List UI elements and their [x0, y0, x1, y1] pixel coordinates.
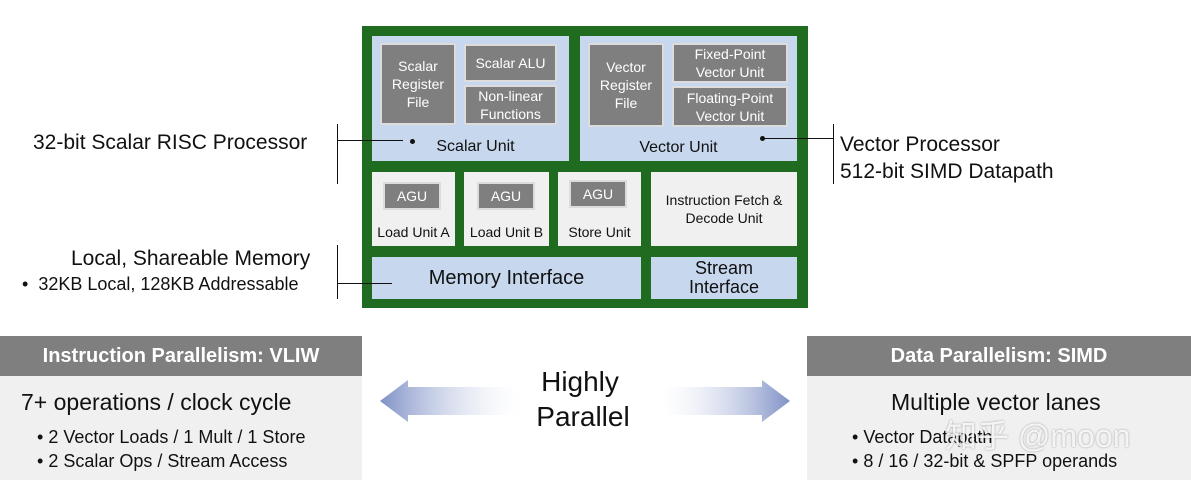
vector-processor-callout-line2: 512-bit SIMD Datapath [840, 160, 1054, 183]
vliw-header-label: Instruction Parallelism: VLIW [42, 344, 320, 367]
memory-callout-detail: • 32KB Local, 128KB Addressable [22, 274, 299, 295]
bullet: • [852, 427, 864, 447]
agu-a: AGU [383, 182, 441, 210]
load-unit-a-label: Load Unit A [377, 224, 450, 240]
memory-leader [337, 283, 392, 284]
simd-bullet-1-text: Vector Datapath [863, 427, 993, 447]
vliw-bullet-2: • 2 Scalar Ops / Stream Access [37, 451, 287, 472]
simd-bullet-2: • 8 / 16 / 32-bit & SPFP operands [852, 451, 1117, 472]
memory-bracket [337, 245, 338, 299]
chip-diagram: Scalar Register File Scalar ALU Non-line… [362, 26, 808, 308]
scalar-leader [337, 140, 403, 141]
vector-register-file: Vector Register File [588, 43, 664, 127]
instruction-fetch-decode-unit: Instruction Fetch & Decode Unit [651, 172, 797, 246]
scalar-alu: Scalar ALU [464, 44, 557, 82]
bullet: • [22, 274, 39, 294]
parallel-label: Parallel [536, 401, 630, 432]
vliw-bullet-2-text: 2 Scalar Ops / Stream Access [48, 451, 288, 471]
simd-bullet-2-text: 8 / 16 / 32-bit & SPFP operands [863, 451, 1118, 471]
scalar-register-file: Scalar Register File [380, 43, 456, 125]
arrow-left-head [380, 380, 520, 422]
arrow-right-head [660, 380, 790, 422]
memory-interface: Memory Interface [372, 257, 641, 299]
vector-unit-label: Vector Unit [639, 139, 718, 156]
highly-label: Highly [541, 366, 619, 397]
scalar-processor-callout: 32-bit Scalar RISC Processor [33, 131, 308, 154]
vector-leader [762, 138, 834, 139]
scalar-bracket [337, 124, 338, 184]
vliw-headline: 7+ operations / clock cycle [21, 389, 292, 415]
vector-processor-callout-line1: Vector Processor [840, 133, 1000, 156]
memory-callout-title: Local, Shareable Memory [71, 247, 311, 270]
vector-unit: Vector Register File Fixed-Point Vector … [580, 36, 797, 161]
simd-headline: Multiple vector lanes [891, 389, 1101, 415]
scalar-callout-dot [410, 139, 415, 144]
load-unit-b-label: Load Unit B [469, 224, 544, 240]
fixed-point-vector-unit: Fixed-Point Vector Unit [672, 43, 788, 83]
agu-b: AGU [477, 182, 535, 210]
simd-header: Data Parallelism: SIMD [807, 336, 1191, 376]
bullet: • [37, 451, 49, 471]
vliw-bullet-1: • 2 Vector Loads / 1 Mult / 1 Store [37, 427, 305, 448]
vliw-bullet-1-text: 2 Vector Loads / 1 Mult / 1 Store [48, 427, 306, 447]
nonlinear-functions: Non-linear Functions [464, 85, 557, 125]
scalar-unit-label: Scalar Unit [436, 138, 515, 155]
bullet: • [37, 427, 49, 447]
vliw-header: Instruction Parallelism: VLIW [0, 336, 362, 376]
stream-interface: Stream Interface [651, 257, 797, 299]
scalar-unit: Scalar Register File Scalar ALU Non-line… [372, 36, 569, 161]
store-unit-label: Store Unit [568, 224, 631, 240]
floating-point-vector-unit: Floating-Point Vector Unit [672, 86, 788, 127]
vector-bracket [833, 124, 834, 184]
load-unit-a: AGU Load Unit A [372, 172, 455, 246]
store-unit: AGU Store Unit [558, 172, 641, 246]
agu-store: AGU [569, 180, 627, 208]
bullet: • [852, 451, 864, 471]
vliw-header-shape [0, 336, 362, 376]
parallel-arrow [380, 380, 790, 422]
watermark: 知乎 @moon [945, 418, 1131, 454]
load-unit-b: AGU Load Unit B [464, 172, 549, 246]
memory-callout-detail-text: 32KB Local, 128KB Addressable [38, 274, 299, 294]
simd-bullet-1: • Vector Datapath [852, 427, 992, 448]
